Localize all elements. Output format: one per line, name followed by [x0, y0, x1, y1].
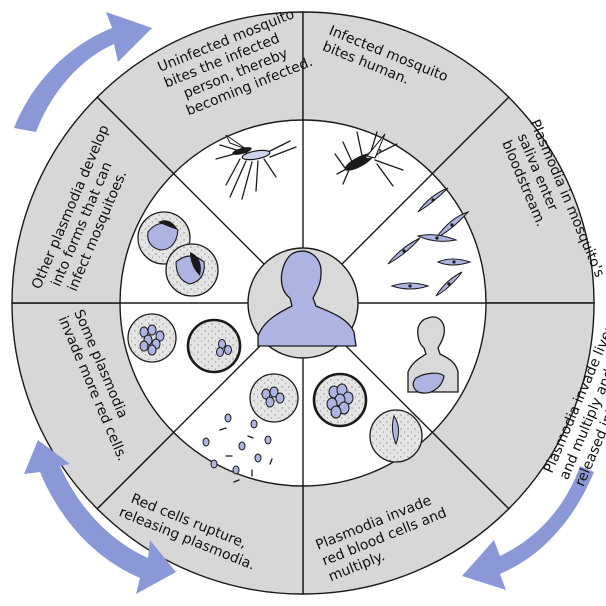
blood-cell-icon — [137, 211, 219, 297]
liver-icon — [407, 316, 459, 394]
mosquito-icon — [215, 134, 297, 200]
arrow-bottom-right — [462, 466, 594, 590]
blood-cell-icon — [127, 313, 242, 374]
arrow-bottom-left — [24, 440, 176, 594]
blood-cell-icon — [312, 372, 423, 463]
blood-cell-icon — [202, 373, 299, 483]
parasite-icon — [387, 187, 472, 297]
human-silhouette-icon — [257, 250, 357, 347]
cycle-arrows — [14, 12, 594, 594]
arrow-top-left — [14, 12, 152, 132]
mosquito-icon — [334, 131, 404, 187]
inner-spokes — [120, 120, 486, 486]
